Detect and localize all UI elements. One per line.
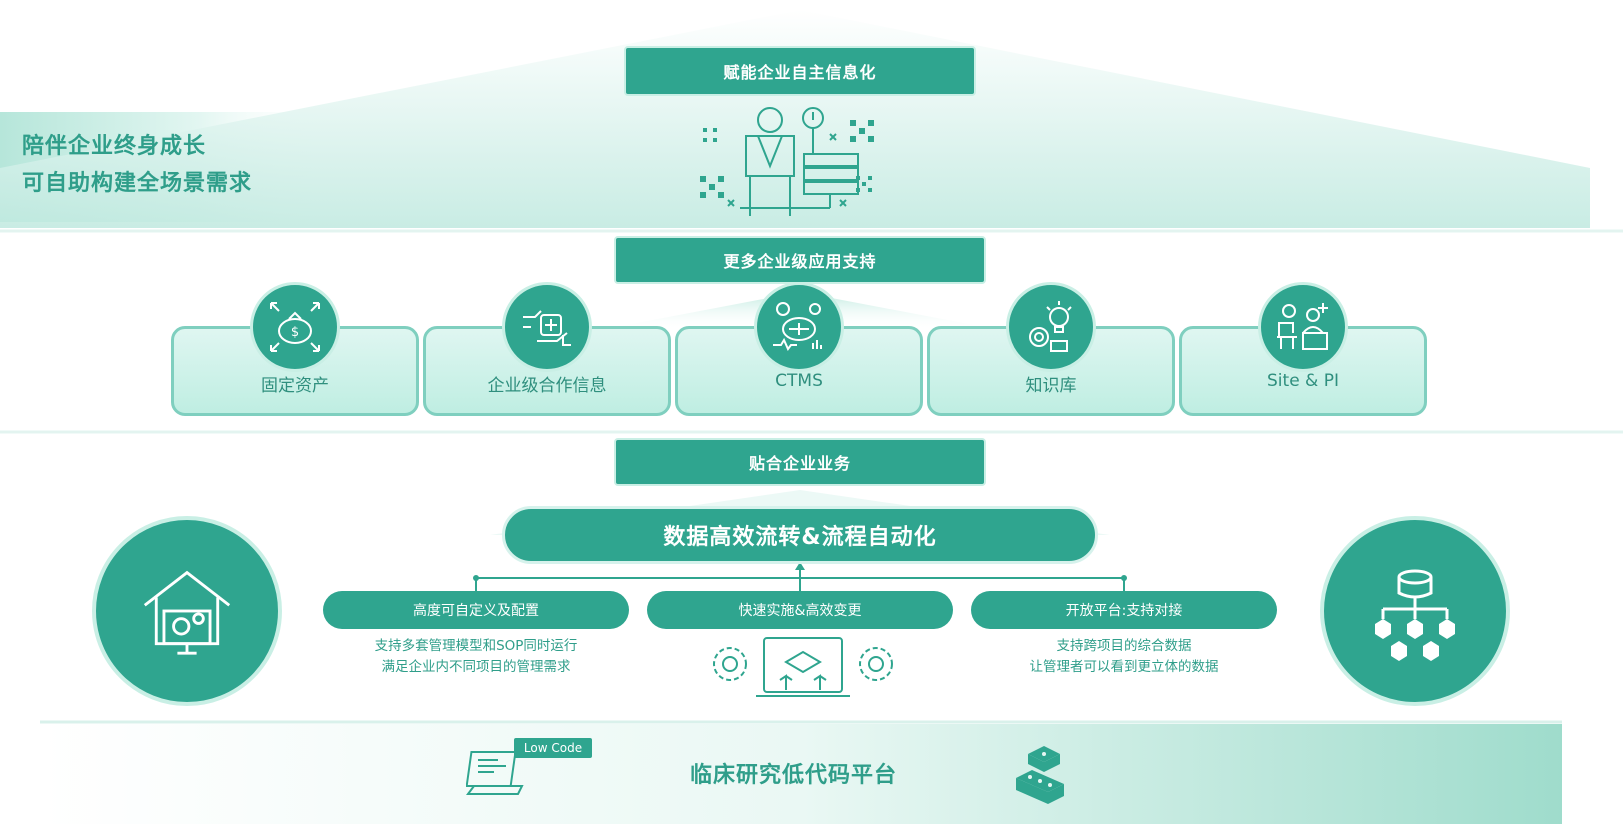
slogan-line-2: 可自助构建全场景需求 (22, 171, 253, 196)
svg-text:$: $ (291, 325, 299, 340)
platform-title: 临床研究低代码平台 (690, 763, 898, 788)
app-label: 企业级合作信息 (487, 376, 607, 396)
lightbulb-gear-icon (1006, 282, 1096, 372)
tier-bottom-title: 贴合企业业务 (614, 438, 986, 486)
core-capability-title: 数据高效流转&流程自动化 (502, 506, 1098, 564)
smart-house-icon (92, 516, 282, 706)
app-label: 知识库 (1025, 376, 1077, 396)
app-label: CTMS (775, 371, 823, 391)
desc-line: 满足企业内不同项目的管理需求 (381, 659, 571, 675)
tier-middle-title: 更多企业级应用支持 (614, 236, 986, 284)
feature-customizable-title: 高度可自定义及配置 (323, 591, 629, 629)
slogan-line-1: 陪伴企业终身成长 (22, 134, 207, 159)
feature-customizable-desc: 支持多套管理模型和SOP同时运行 满足企业内不同项目的管理需求 (323, 636, 629, 678)
handshake-icon (502, 282, 592, 372)
desc-line: 支持跨项目的综合数据 (1056, 638, 1192, 654)
app-label: Site & PI (1267, 371, 1339, 391)
doctor-desk-icon (1258, 282, 1348, 372)
feature-open-platform-desc: 支持跨项目的综合数据 让管理者可以看到更立体的数据 (971, 636, 1277, 678)
desc-line: 支持多套管理模型和SOP同时运行 (374, 638, 578, 654)
building-blocks-icon (1016, 746, 1064, 804)
tier-top-title: 赋能企业自主信息化 (624, 46, 976, 96)
feature-fast-implementation-title: 快速实施&高效变更 (647, 591, 953, 629)
person-server-icon (700, 107, 874, 216)
feature-open-platform-title: 开放平台:支持对接 (971, 591, 1277, 629)
database-network-icon (1320, 516, 1510, 706)
slogan: 陪伴企业终身成长 可自助构建全场景需求 (22, 128, 342, 202)
low-code-tag: Low Code (514, 738, 592, 758)
desc-line: 让管理者可以看到更立体的数据 (1029, 659, 1219, 675)
laptop-code-icon (466, 751, 524, 795)
app-label: 固定资产 (261, 376, 329, 396)
clinical-pills-icon (754, 282, 844, 372)
laptop-gears-icon (713, 637, 893, 697)
money-bag-icon: $ (250, 282, 340, 372)
